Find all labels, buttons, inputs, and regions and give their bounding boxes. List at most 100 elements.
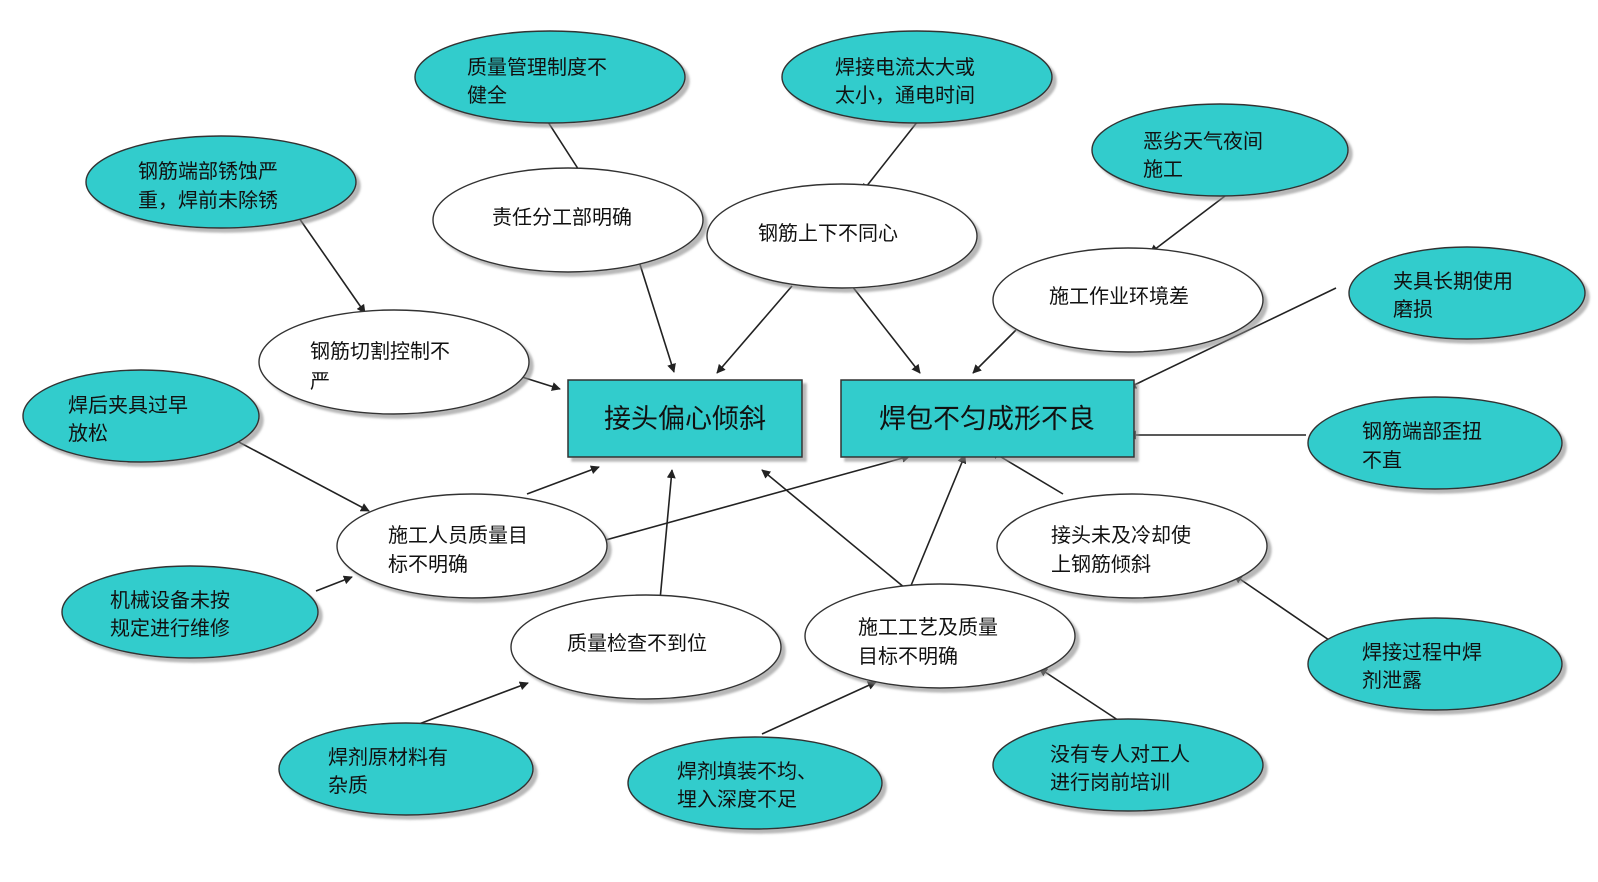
arrow-staff-to-left xyxy=(526,465,600,495)
svg-text:施工人员质量目 标不明确: 施工人员质量目 标不明确 xyxy=(388,523,534,576)
root-weather: 恶劣天气夜间 施工 xyxy=(1091,103,1349,197)
svg-text:焊后夹具过早 放松: 焊后夹具过早 放松 xyxy=(68,393,194,445)
svg-text:施工作业环境差: 施工作业环境差 xyxy=(1049,284,1189,308)
cause-cut: 钢筋切割控制不 严 xyxy=(258,309,530,415)
arrow-process-to-left xyxy=(761,469,906,589)
arrow-env-to-right xyxy=(972,329,1017,374)
root-twist-line-1: 钢筋端部歪扭 xyxy=(1362,419,1482,443)
arrow-flux-fill-to-process xyxy=(761,681,877,735)
root-rust: 钢筋端部锈蚀严 重，焊前未除锈 xyxy=(85,135,357,229)
root-weather-line-1: 恶劣天气夜间 xyxy=(1143,129,1263,153)
arrow-cool-to-right xyxy=(990,450,1064,495)
root-current: 焊接电流太大或 太小，通电时间 xyxy=(781,30,1053,124)
root-flux-fill: 焊剂填装不均、 埋入深度不足 xyxy=(627,736,883,830)
cause-process: 施工工艺及质量 目标不明确 xyxy=(804,583,1076,689)
svg-text:钢筋上下不同心: 钢筋上下不同心 xyxy=(758,221,898,245)
root-clamp-wear-line-2: 磨损 xyxy=(1393,297,1433,321)
root-rust-line-2: 重，焊前未除锈 xyxy=(138,188,278,212)
arrow-cut-to-left xyxy=(521,376,561,391)
svg-text:恶劣天气夜间 施工: 恶劣天气夜间 施工 xyxy=(1143,129,1269,181)
root-clamp-wear-line-1: 夹具长期使用 xyxy=(1393,269,1513,293)
svg-text:施工工艺及质量 目标不明确: 施工工艺及质量 目标不明确 xyxy=(858,615,1004,668)
svg-text:焊接过程中焊 剂泄露: 焊接过程中焊 剂泄露 xyxy=(1362,640,1488,692)
arrow-resp-to-left xyxy=(636,254,676,373)
arrow-inspect-to-left xyxy=(659,469,676,601)
svg-text:钢筋端部锈蚀严 重，焊前未除锈: 钢筋端部锈蚀严 重，焊前未除锈 xyxy=(138,159,284,212)
cause-resp-line-1: 责任分工部明确 xyxy=(492,205,632,229)
cause-staff: 施工人员质量目 标不明确 xyxy=(336,493,608,599)
cause-rebar-center-line-1: 钢筋上下不同心 xyxy=(758,221,898,245)
root-flux-fill-line-2: 埋入深度不足 xyxy=(677,787,797,811)
svg-text:夹具长期使用 磨损: 夹具长期使用 磨损 xyxy=(1393,269,1519,321)
cause-cut-line-1: 钢筋切割控制不 xyxy=(310,339,450,363)
root-flux-impurity-line-2: 杂质 xyxy=(328,773,368,797)
cause-process-line-1: 施工工艺及质量 xyxy=(858,615,998,639)
svg-text:钢筋切割控制不 严: 钢筋切割控制不 严 xyxy=(310,339,456,393)
cause-env-line-1: 施工作业环境差 xyxy=(1049,284,1189,308)
root-maintenance-line-1: 机械设备未按 xyxy=(110,588,230,612)
main-effect-right: 焊包不匀成形不良 xyxy=(840,379,1135,458)
root-flux-leak-line-1: 焊接过程中焊 xyxy=(1362,640,1482,664)
root-current-line-2: 太小，通电时间 xyxy=(835,83,975,107)
root-early-release-line-2: 放松 xyxy=(68,421,108,445)
root-quality-sys: 质量管理制度不 健全 xyxy=(414,30,686,124)
root-maintenance: 机械设备未按 规定进行维修 xyxy=(61,565,319,659)
arrow-rebar-center-to-left xyxy=(716,285,793,374)
svg-text:焊剂原材料有 杂质: 焊剂原材料有 杂质 xyxy=(328,745,454,797)
svg-text:没有专人对工人 进行岗前培训: 没有专人对工人 进行岗前培训 xyxy=(1050,742,1196,794)
cause-rebar-center: 钢筋上下不同心 xyxy=(706,183,978,289)
root-quality-sys-line-2: 健全 xyxy=(467,83,507,107)
root-twist-line-2: 不直 xyxy=(1362,448,1402,472)
cause-staff-line-1: 施工人员质量目 xyxy=(388,523,528,547)
root-weather-line-2: 施工 xyxy=(1143,157,1183,181)
arrow-rust-to-cut xyxy=(298,217,366,314)
cause-cool: 接头未及冷却使 上钢筋倾斜 xyxy=(996,493,1268,599)
arrow-process-to-right xyxy=(909,454,967,589)
main-effect-right-label: 焊包不匀成形不良 xyxy=(879,404,1095,435)
root-training: 没有专人对工人 进行岗前培训 xyxy=(992,718,1264,812)
cause-resp: 责任分工部明确 xyxy=(432,167,704,273)
arrow-staff-to-right xyxy=(601,453,911,542)
arrow-flux-impurity-to-inspect xyxy=(402,681,529,731)
root-flux-impurity: 焊剂原材料有 杂质 xyxy=(278,722,534,816)
root-flux-fill-line-1: 焊剂填装不均、 xyxy=(677,759,817,783)
root-twist: 钢筋端部歪扭 不直 xyxy=(1307,396,1563,490)
cause-inspect-line-1: 质量检查不到位 xyxy=(567,631,707,655)
arrow-maintenance-to-staff xyxy=(315,575,353,592)
main-effect-left: 接头偏心倾斜 xyxy=(567,379,803,458)
svg-text:质量检查不到位: 质量检查不到位 xyxy=(567,631,707,655)
svg-text:质量管理制度不 健全: 质量管理制度不 健全 xyxy=(467,55,613,107)
cause-env: 施工作业环境差 xyxy=(992,247,1264,353)
svg-text:焊接电流太大或 太小，通电时间: 焊接电流太大或 太小，通电时间 xyxy=(835,55,981,107)
svg-text:焊剂填装不均、 埋入深度不足: 焊剂填装不均、 埋入深度不足 xyxy=(677,759,823,811)
root-rust-line-1: 钢筋端部锈蚀严 xyxy=(138,159,278,183)
cause-staff-line-2: 标不明确 xyxy=(388,552,468,576)
arrow-early-release-to-staff xyxy=(234,439,370,512)
root-early-release: 焊后夹具过早 放松 xyxy=(22,369,260,463)
arrow-weather-to-env xyxy=(1149,195,1226,254)
cause-process-line-2: 目标不明确 xyxy=(858,644,958,668)
arrow-current-to-rebar-center xyxy=(861,120,919,193)
root-flux-impurity-line-1: 焊剂原材料有 xyxy=(328,745,448,769)
root-training-line-2: 进行岗前培训 xyxy=(1050,770,1170,794)
main-effect-left-label: 接头偏心倾斜 xyxy=(604,404,766,435)
cause-inspect: 质量检查不到位 xyxy=(510,594,782,700)
root-current-line-1: 焊接电流太大或 xyxy=(835,55,975,79)
root-flux-leak-line-2: 剂泄露 xyxy=(1362,668,1422,692)
root-maintenance-line-2: 规定进行维修 xyxy=(110,616,230,640)
arrow-clamp-wear-to-right xyxy=(1127,287,1337,389)
svg-text:钢筋端部歪扭 不直: 钢筋端部歪扭 不直 xyxy=(1362,419,1488,472)
cause-cool-line-1: 接头未及冷却使 xyxy=(1051,523,1191,547)
svg-text:接头未及冷却使 上钢筋倾斜: 接头未及冷却使 上钢筋倾斜 xyxy=(1051,523,1197,576)
root-clamp-wear: 夹具长期使用 磨损 xyxy=(1348,246,1586,340)
arrow-flux-leak-to-cool xyxy=(1233,574,1330,641)
arrow-rebar-center-to-right xyxy=(851,285,921,374)
cause-cut-line-2: 严 xyxy=(310,369,330,393)
svg-text:机械设备未按 规定进行维修: 机械设备未按 规定进行维修 xyxy=(110,588,236,640)
root-early-release-line-1: 焊后夹具过早 xyxy=(68,393,188,417)
root-quality-sys-line-1: 质量管理制度不 xyxy=(467,55,607,79)
root-training-line-1: 没有专人对工人 xyxy=(1050,742,1190,766)
cause-cool-line-2: 上钢筋倾斜 xyxy=(1051,552,1151,576)
